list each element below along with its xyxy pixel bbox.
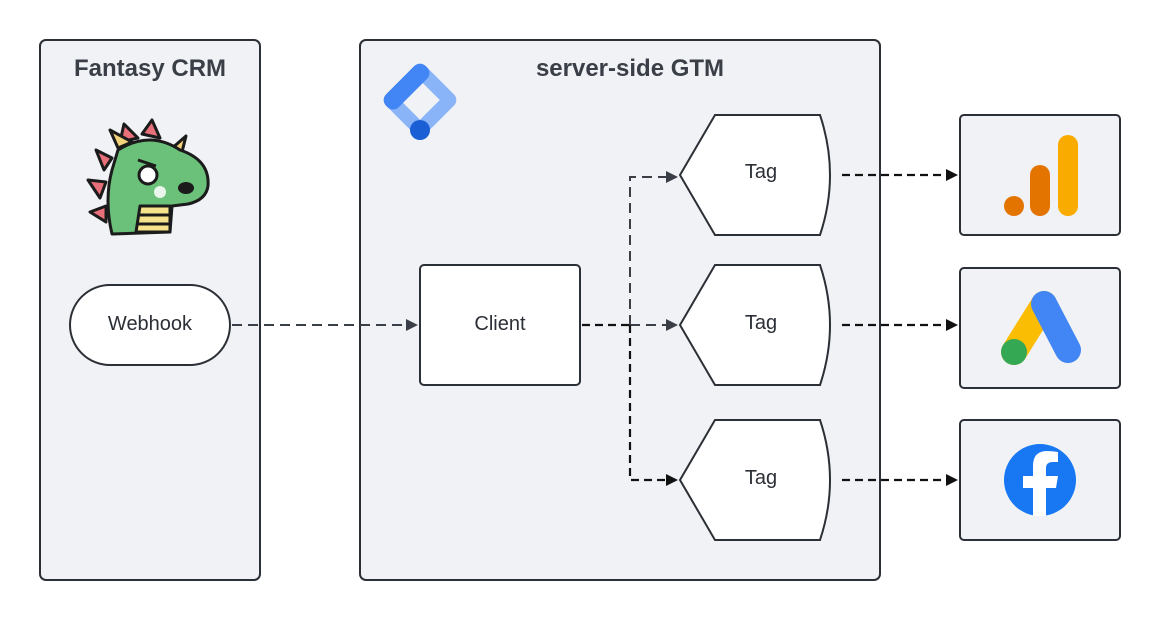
- client-label: Client: [474, 313, 526, 335]
- tag-node: Tag: [678, 419, 831, 541]
- tag-label: Tag: [745, 161, 777, 183]
- crm-title: Fantasy CRM: [74, 55, 226, 82]
- tag-label: Tag: [745, 312, 777, 334]
- tag-node: Tag: [678, 114, 831, 236]
- google-analytics-icon: [1004, 135, 1078, 216]
- dragon-mascot-icon: [86, 118, 210, 236]
- destination-box-analytics: [959, 114, 1121, 236]
- destination-box-facebook: [959, 419, 1121, 541]
- tag-node: Tag: [678, 264, 831, 386]
- client-to-tag-connector: [629, 171, 678, 325]
- google-ads-icon: [1001, 291, 1081, 365]
- google-tag-manager-icon: [383, 63, 457, 140]
- facebook-icon: [1004, 444, 1076, 516]
- gtm-title: server-side GTM: [536, 55, 724, 82]
- webhook-label: Webhook: [108, 313, 193, 335]
- tag-label: Tag: [745, 467, 777, 489]
- webhook-node: Webhook: [69, 284, 231, 366]
- client-to-tag-connector: [628, 325, 678, 486]
- client-node: Client: [419, 264, 581, 386]
- destination-box-ads: [959, 267, 1121, 389]
